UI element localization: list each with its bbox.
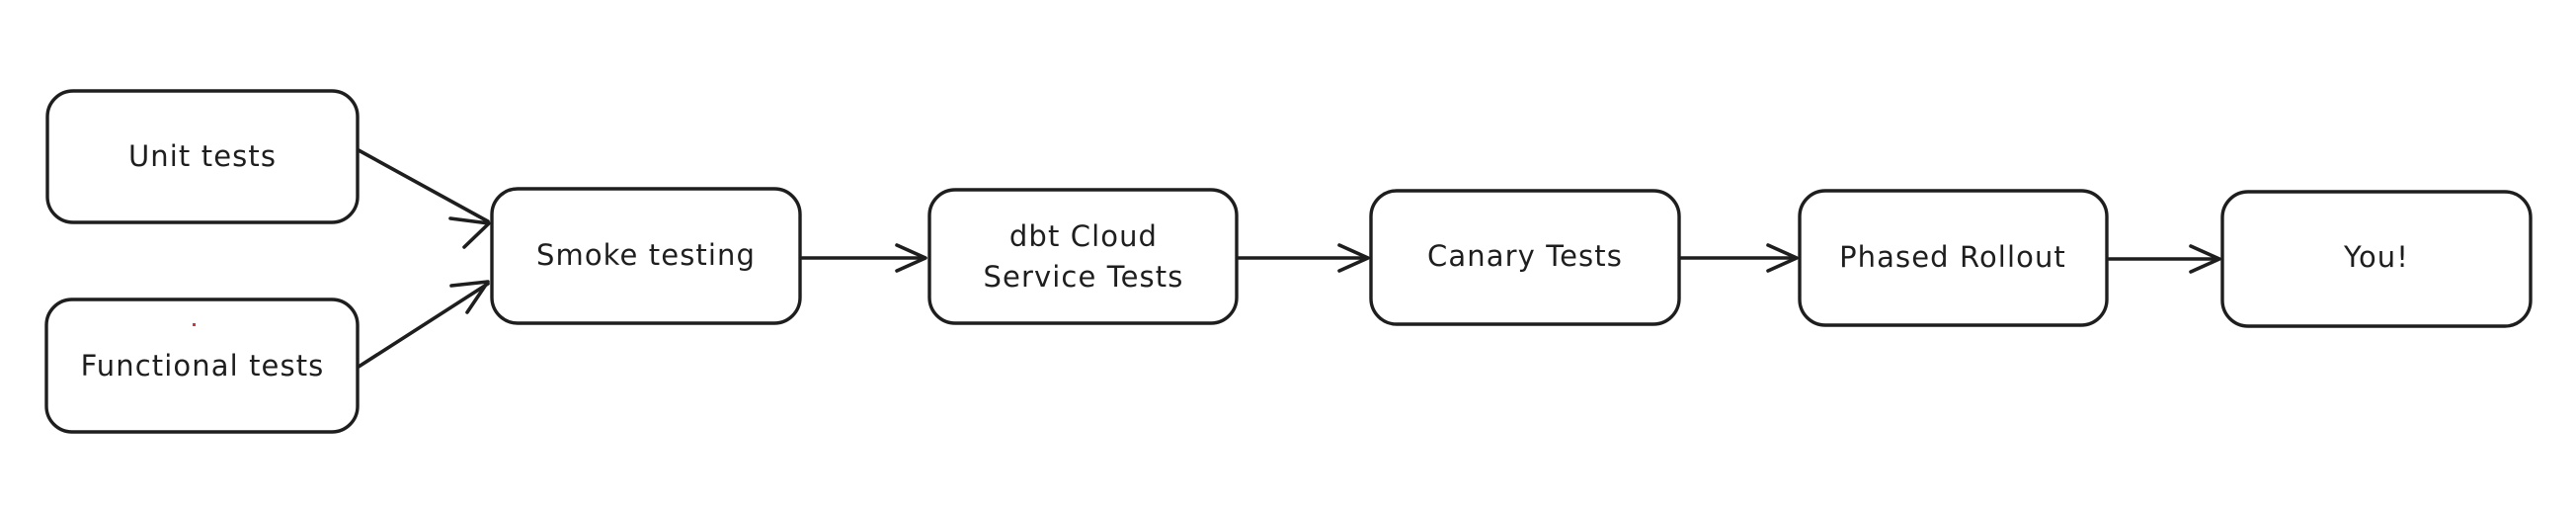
node-unit-tests[interactable]: Unit tests [45,89,360,224]
node-smoke-testing[interactable]: Smoke testing [490,187,802,325]
node-phased-rollout-label: Phased Rollout [1839,240,2066,274]
node-functional-tests-box[interactable] [44,298,360,434]
node-smoke-testing-box[interactable] [490,187,802,325]
edge-unit-to-smoke-line [357,148,490,223]
node-you[interactable]: You! [2220,190,2533,328]
node-canary-tests[interactable]: Canary Tests [1369,189,1681,326]
edge-smoke-to-dbt-arrowhead [895,243,927,273]
node-unit-tests-box[interactable] [45,89,360,224]
node-phased-rollout-box[interactable] [1798,189,2109,327]
node-dbt-cloud-service-tests[interactable]: dbt Cloud Service Tests [927,188,1239,325]
node-phased-rollout[interactable]: Phased Rollout [1798,189,2109,327]
node-you-label: You! [2343,240,2409,274]
edge-canary-to-phased-arrowhead [1766,243,1799,273]
edge-phased-to-you [2107,244,2221,274]
node-you-box[interactable] [2220,190,2533,328]
node-smoke-testing-label: Smoke testing [536,238,756,272]
edge-dbt-to-canary [1237,243,1370,273]
node-dbt-cloud-service-tests-label-line-1: dbt Cloud [1009,219,1158,253]
edge-functional-to-smoke-line [357,282,490,369]
edge-dbt-to-canary-arrowhead [1337,243,1370,273]
edge-phased-to-you-arrowhead [2189,244,2221,274]
node-dbt-cloud-service-tests-label-line-2: Service Tests [984,260,1184,294]
edge-unit-to-smoke-arrowhead [448,216,491,249]
node-functional-tests[interactable]: Functional tests [44,298,360,434]
node-canary-tests-box[interactable] [1369,189,1681,326]
edge-canary-to-phased [1679,243,1799,273]
node-dbt-cloud-service-tests-box[interactable] [927,188,1239,325]
node-unit-tests-label: Unit tests [128,139,277,173]
edge-functional-to-smoke [357,280,490,369]
node-functional-tests-label: Functional tests [81,349,325,382]
edge-unit-to-smoke [357,148,491,249]
edge-smoke-to-dbt [800,243,927,273]
red-speck-artifact [193,323,196,326]
node-canary-tests-label: Canary Tests [1427,239,1623,273]
edge-functional-to-smoke-arrowhead [449,280,490,314]
